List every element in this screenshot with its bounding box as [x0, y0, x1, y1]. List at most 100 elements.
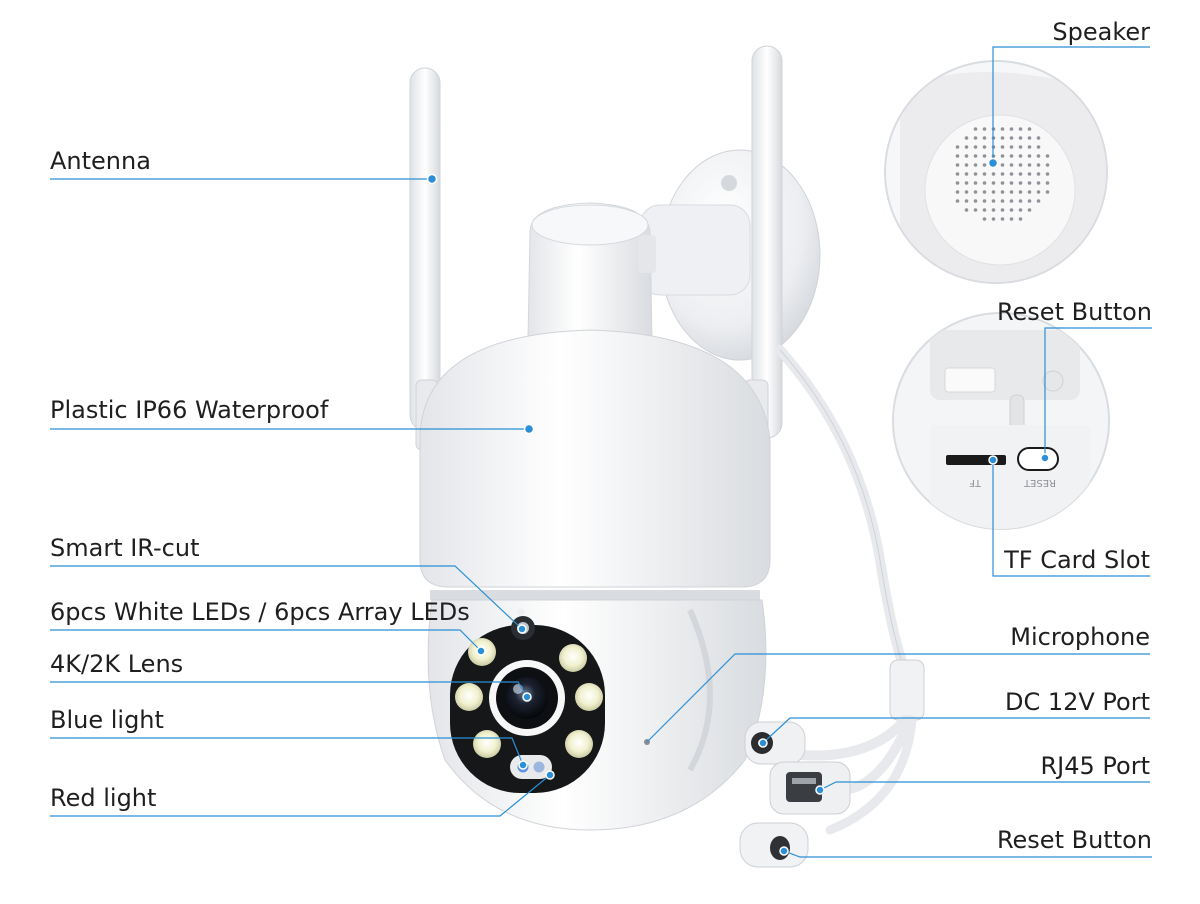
label-red-light: Red light: [50, 784, 157, 812]
speaker-hole: [964, 163, 969, 167]
speaker-hole: [1018, 181, 1023, 185]
leader-speaker: [992, 46, 1150, 163]
label-reset-button-bottom: Reset Button: [996, 826, 1152, 854]
speaker-hole: [1018, 154, 1023, 158]
label-antenna: Antenna: [50, 147, 151, 175]
led-2: [559, 644, 587, 672]
speaker-hole: [973, 190, 978, 194]
speaker-hole: [1036, 154, 1041, 158]
speaker-hole: [1018, 208, 1023, 212]
speaker-hole: [1000, 190, 1005, 194]
led-5: [473, 730, 501, 758]
speaker-hole: [1036, 190, 1041, 194]
leader-dots: [426, 157, 1050, 856]
speaker-hole: [982, 208, 987, 212]
speaker-hole: [1036, 145, 1041, 149]
leader-red: [50, 774, 551, 817]
speaker-hole: [1009, 172, 1014, 176]
speaker-hole: [1000, 181, 1005, 185]
label-reset-button-top: Reset Button: [996, 298, 1152, 326]
speaker-hole: [1027, 181, 1032, 185]
speaker-inset: [884, 60, 1108, 284]
leader-tf: [992, 460, 1150, 577]
speaker-hole: [991, 172, 996, 176]
speaker-hole: [1045, 172, 1050, 176]
speaker-hole: [964, 172, 969, 176]
speaker-hole: [973, 208, 978, 212]
speaker-hole: [955, 190, 960, 194]
speaker-hole: [1018, 217, 1023, 221]
speaker-hole: [1000, 208, 1005, 212]
speaker-hole: [964, 181, 969, 185]
leader-lens: [50, 681, 528, 698]
inset-reset-text: RESET: [1023, 477, 1056, 488]
speaker-hole: [1000, 199, 1005, 203]
speaker-hole: [1027, 127, 1032, 131]
speaker-hole: [973, 199, 978, 203]
speaker-hole: [1000, 172, 1005, 176]
speaker-hole: [982, 136, 987, 140]
leader-blue: [50, 737, 524, 766]
speaker-hole: [1027, 154, 1032, 158]
speaker-hole: [982, 154, 987, 158]
leader-ir-cut: [50, 565, 523, 630]
speaker-hole: [1018, 136, 1023, 140]
red-indicator: [533, 761, 545, 773]
speaker-hole: [1000, 217, 1005, 221]
speaker-hole: [964, 190, 969, 194]
speaker-hole: [1018, 199, 1023, 203]
speaker-hole: [973, 163, 978, 167]
leader-dc: [762, 717, 1150, 744]
label-dc-port: DC 12V Port: [1004, 688, 1150, 716]
speaker-hole: [1009, 217, 1014, 221]
speaker-hole: [973, 154, 978, 158]
wall-mount: [639, 149, 821, 361]
speaker-hole: [1009, 181, 1014, 185]
speaker-hole: [955, 154, 960, 158]
speaker-hole: [1000, 154, 1005, 158]
speaker-hole: [1009, 154, 1014, 158]
camera-neck: [527, 202, 656, 341]
leader-leds: [50, 629, 482, 652]
speaker-hole: [1027, 145, 1032, 149]
speaker-hole: [1036, 172, 1041, 176]
speaker-hole: [964, 154, 969, 158]
speaker-hole: [1036, 199, 1041, 203]
speaker-hole: [991, 217, 996, 221]
reset-plug: [739, 822, 809, 868]
speaker-hole: [982, 163, 987, 167]
speaker-hole: [964, 199, 969, 203]
speaker-hole: [973, 127, 978, 131]
speaker-hole: [964, 136, 969, 140]
speaker-hole: [991, 190, 996, 194]
speaker-hole: [1027, 163, 1032, 167]
speaker-hole: [973, 145, 978, 149]
speaker-hole: [1036, 163, 1041, 167]
speaker-hole: [982, 172, 987, 176]
speaker-hole: [964, 208, 969, 212]
speaker-hole: [982, 181, 987, 185]
speaker-hole: [964, 145, 969, 149]
speaker-hole: [1018, 172, 1023, 176]
leader-microphone: [646, 653, 1150, 743]
speaker-hole: [982, 145, 987, 149]
speaker-hole: [1018, 145, 1023, 149]
speaker-hole: [1000, 145, 1005, 149]
speaker-hole: [1018, 127, 1023, 131]
dc-port: [744, 721, 806, 765]
speaker-hole: [1018, 163, 1023, 167]
speaker-hole: [955, 145, 960, 149]
speaker-hole: [1036, 136, 1041, 140]
speaker-hole: [991, 199, 996, 203]
label-microphone: Microphone: [1010, 623, 1150, 651]
label-ir-cut: Smart IR-cut: [50, 534, 200, 562]
reset-tf-inset: TF RESET: [892, 312, 1110, 530]
speaker-hole: [1009, 136, 1014, 140]
camera-housing: [419, 329, 771, 600]
speaker-hole: [1009, 145, 1014, 149]
led-3: [455, 683, 483, 711]
inset-tf-text: TF: [969, 477, 982, 488]
speaker-hole: [982, 199, 987, 203]
